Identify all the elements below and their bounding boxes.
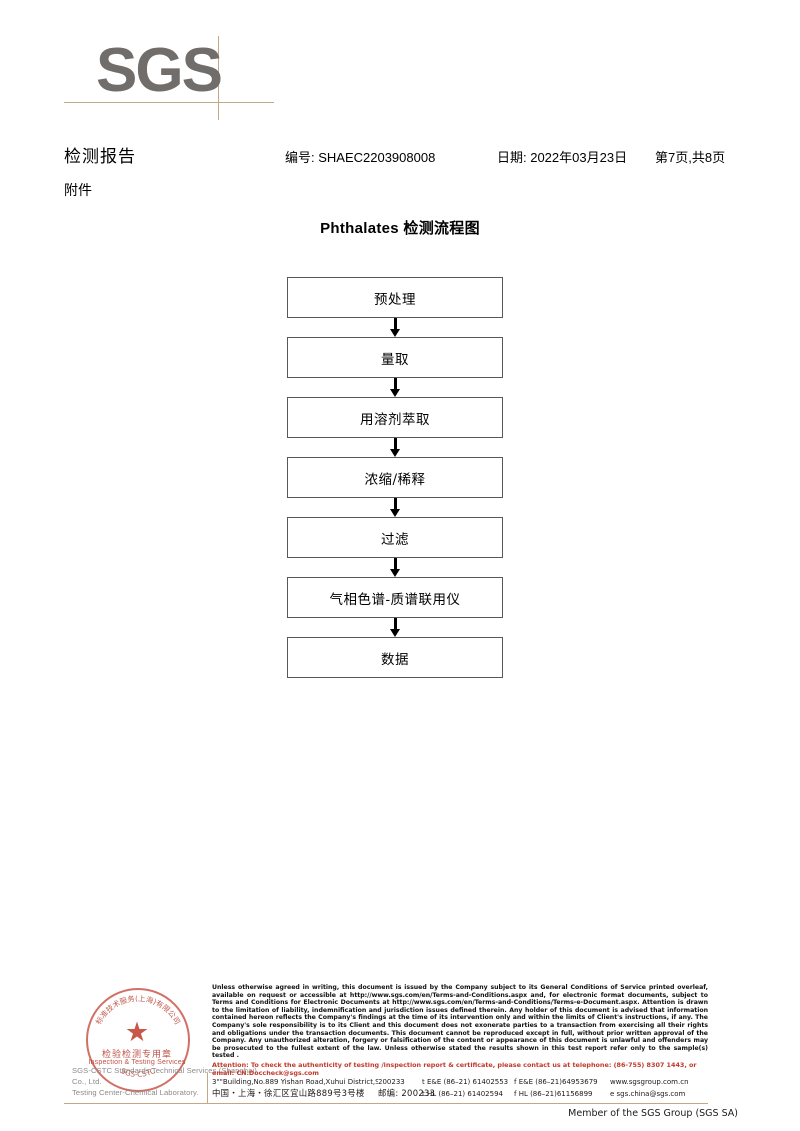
arrow-shaft (393, 318, 397, 331)
flow-node-filtration: 过滤 (287, 517, 503, 558)
fax-hl: f HL (86–21)61156899 (514, 1090, 593, 1098)
fax-ee: f E&E (86–21)64953679 (514, 1078, 598, 1086)
flow-node-measuring: 量取 (287, 337, 503, 378)
arrow-shaft (393, 438, 397, 451)
page-footer: 标准技术服务(上海)有限公司 SGS-CSTC ★ 检验检测专用章 Inspec… (0, 978, 800, 1131)
flow-arrow-6 (287, 618, 503, 637)
flowchart: 预处理 量取 用溶剂萃取 浓缩/稀释 过滤 (287, 277, 503, 678)
tel-ee: t E&E (86–21) 61402553 (422, 1078, 509, 1086)
company-name-overlay: SGS-CSTC Standards Technical Services (S… (72, 1065, 272, 1098)
legal-disclaimer: Unless otherwise agreed in writing, this… (212, 984, 708, 1077)
stamp-circle (86, 988, 190, 1092)
email: e sgs.china@sgs.com (610, 1090, 686, 1098)
flow-arrow-5 (287, 558, 503, 577)
page-title: 检测报告 (64, 147, 136, 166)
sgs-logo: SGS (64, 36, 296, 122)
postcode-cn: 邮编: 200233 (378, 1088, 436, 1098)
arrow-head-icon (390, 509, 400, 517)
stamp-cn-label: 检验检测专用章 (101, 1049, 172, 1059)
stamp-arc-text: 标准技术服务(上海)有限公司 SGS-CSTC (94, 994, 182, 1079)
flow-node-label: 气相色谱-质谱联用仪 (329, 591, 461, 608)
footer-horizontal-divider (64, 1103, 708, 1104)
legal-text: Unless otherwise agreed in writing, this… (212, 984, 708, 1060)
flow-node-pretreatment: 预处理 (287, 277, 503, 318)
flow-arrow-3 (287, 438, 503, 457)
page-number: 第7页,共8页 (655, 150, 726, 165)
tel-hl: t HL (86–21) 61402594 (422, 1090, 503, 1098)
flow-node-concentration-dilution: 浓缩/稀释 (287, 457, 503, 498)
flow-node-label: 预处理 (374, 291, 416, 308)
arrow-shaft (393, 378, 397, 391)
arrow-head-icon (390, 389, 400, 397)
star-icon: ★ (124, 1017, 150, 1047)
stamp-en-label: Inspection & Testing Services (88, 1059, 186, 1066)
arrow-head-icon (390, 569, 400, 577)
flow-node-label: 量取 (381, 351, 409, 368)
stamp-arc-bottom-label: SGS-CSTC (119, 1066, 156, 1079)
address-en: 3""Building,No.889 Yishan Road,Xuhui Dis… (212, 1078, 378, 1086)
flowchart-title: Phthalates 检测流程图 (320, 220, 480, 237)
flow-arrow-2 (287, 378, 503, 397)
inspection-stamp-icon: 标准技术服务(上海)有限公司 SGS-CSTC ★ 检验检测专用章 Inspec… (72, 983, 257, 1101)
arrow-head-icon (390, 629, 400, 637)
report-date: 日期: 2022年03月23日 (497, 150, 628, 165)
website: www.sgsgroup.com.cn (610, 1078, 689, 1086)
arrow-head-icon (390, 329, 400, 337)
company-name-line1: SGS-CSTC Standards Technical Services (S… (72, 1066, 257, 1086)
flow-node-gcms: 气相色谱-质谱联用仪 (287, 577, 503, 618)
arrow-shaft (393, 498, 397, 511)
postcode-en: 200233 (378, 1078, 405, 1086)
report-number: 编号: SHAEC2203908008 (285, 150, 436, 165)
address-block: 3""Building,No.889 Yishan Road,Xuhui Dis… (212, 1077, 708, 1099)
footer-vertical-divider (207, 1073, 208, 1103)
address-row-cn: 中国・上海・徐汇区宜山路889号3号楼 邮编: 200233 t HL (86–… (212, 1088, 708, 1099)
flow-node-solvent-extraction: 用溶剂萃取 (287, 397, 503, 438)
flow-node-label: 浓缩/稀释 (364, 471, 426, 488)
address-cn: 中国・上海・徐汇区宜山路889号3号楼 (212, 1088, 365, 1098)
flow-node-label: 数据 (381, 651, 409, 668)
arrow-shaft (393, 558, 397, 571)
flow-node-data: 数据 (287, 637, 503, 678)
flow-arrow-4 (287, 498, 503, 517)
arrow-head-icon (390, 449, 400, 457)
arrow-shaft (393, 618, 397, 631)
flow-node-label: 用溶剂萃取 (360, 411, 430, 428)
flow-arrow-1 (287, 318, 503, 337)
attention-notice: Attention: To check the authenticity of … (212, 1061, 697, 1078)
member-line: Member of the SGS Group (SGS SA) (568, 1108, 738, 1119)
address-row-en: 3""Building,No.889 Yishan Road,Xuhui Dis… (212, 1077, 708, 1088)
logo-vertical-rule (218, 36, 219, 120)
flow-node-label: 过滤 (381, 531, 409, 548)
logo-text: SGS (96, 36, 223, 105)
company-name-line2: Testing Center-Chemical Laboratory. (72, 1088, 199, 1097)
logo-horizontal-rule (64, 102, 274, 103)
attachment-label: 附件 (64, 182, 92, 198)
